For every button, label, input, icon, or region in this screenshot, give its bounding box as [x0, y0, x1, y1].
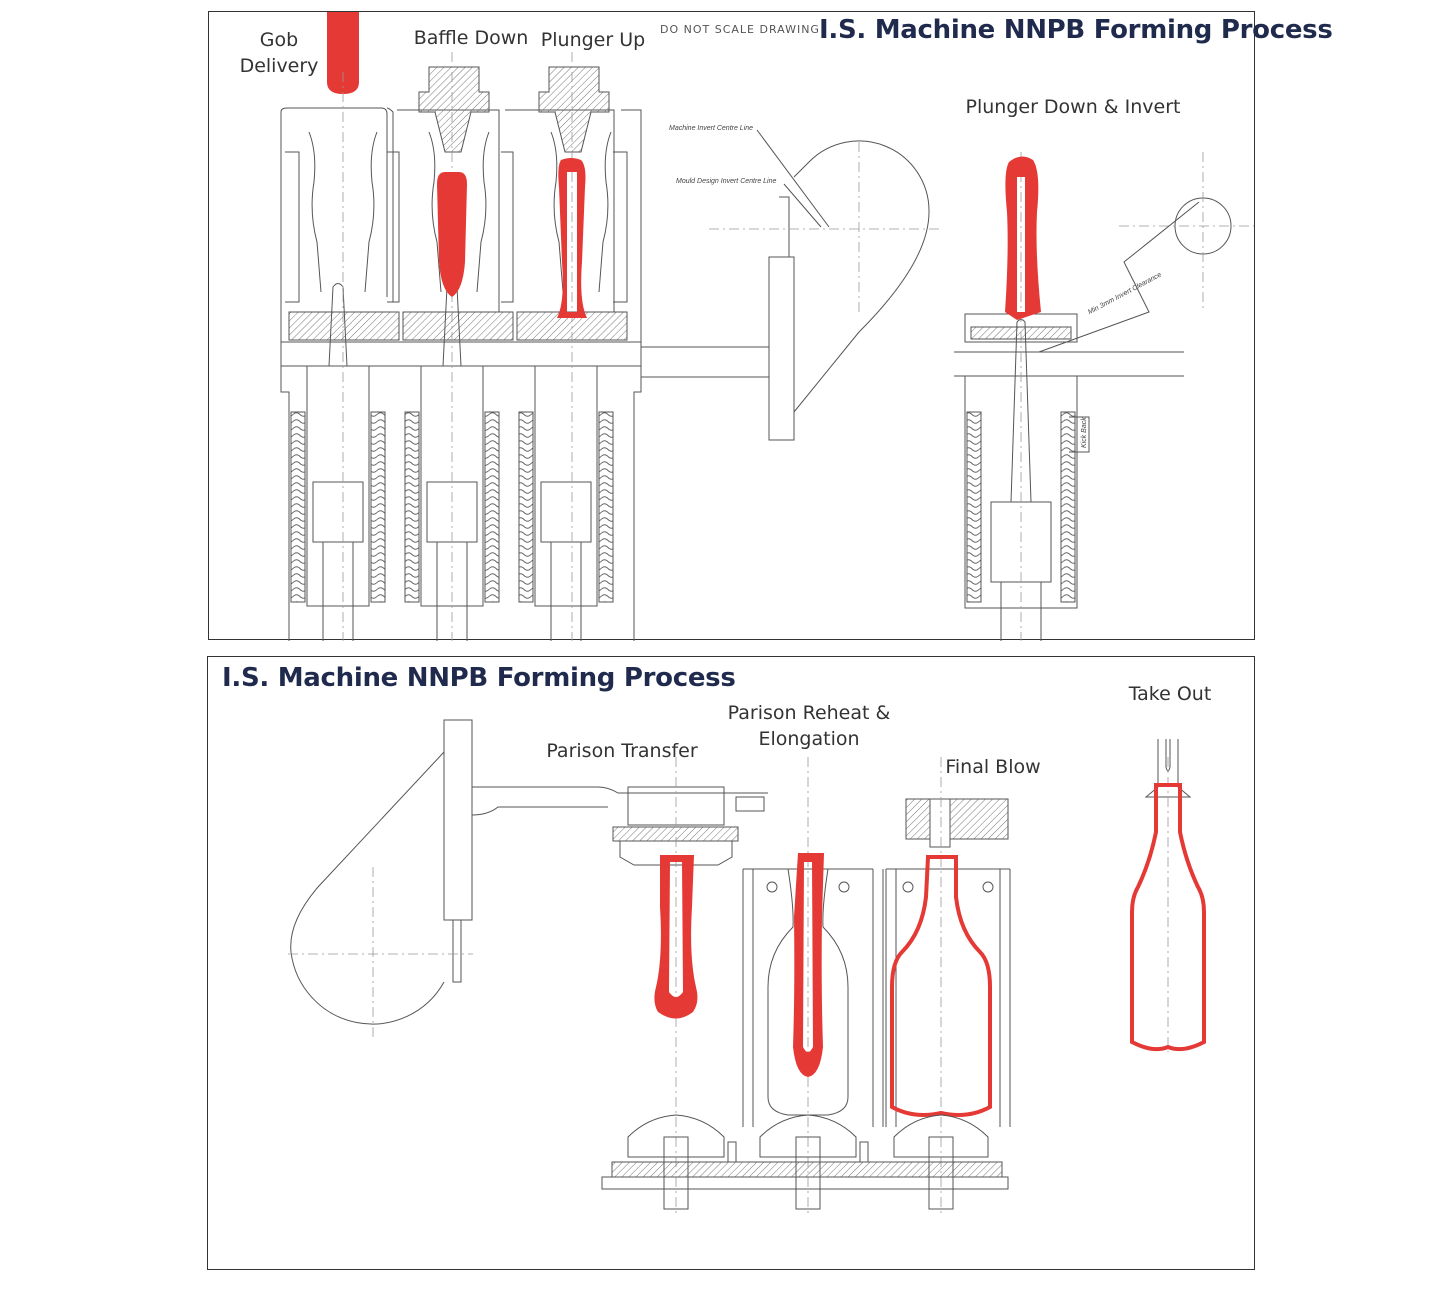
annotation-kick-back: Kick Back [1081, 417, 1088, 448]
label-parison-reheat-line1: Parison Reheat & [727, 702, 891, 724]
baffle-down-glass [437, 172, 467, 297]
label-plunger-down-invert: Plunger Down & Invert [965, 96, 1181, 118]
label-parison-reheat-elongation: Parison Reheat & Elongation [714, 700, 904, 752]
invert-arm-drawing [288, 719, 768, 1037]
label-plunger-up: Plunger Up [540, 29, 646, 51]
take-out-bottle-glass [1130, 783, 1206, 1052]
label-gob-delivery-line1: Gob [259, 29, 299, 51]
invert-parison-glass [1005, 156, 1041, 320]
label-baffle-down: Baffle Down [413, 27, 529, 49]
reheat-parison-glass [793, 853, 824, 1077]
gob-delivery-drawing [327, 12, 359, 94]
label-take-out: Take Out [1128, 683, 1212, 705]
invert-mechanism-top [641, 129, 939, 441]
transfer-parison-glass [654, 855, 698, 1019]
bottom-technical-drawing [288, 719, 1206, 1217]
gob-glass [327, 12, 359, 94]
bottom-panel-title: I.S. Machine NNPB Forming Process [222, 663, 736, 693]
annotation-mould-design-invert-centre-line: Mould Design Invert Centre Line [676, 178, 777, 185]
final-blow-bottle-glass [890, 855, 992, 1117]
label-parison-reheat-line2: Elongation [758, 728, 860, 750]
label-parison-transfer: Parison Transfer [546, 740, 698, 762]
take-out-drawing [1144, 739, 1192, 1052]
plunger-up-glass [557, 158, 587, 318]
label-final-blow: Final Blow [945, 756, 1041, 778]
bottom-plate-assembly [601, 1114, 1009, 1210]
blank-mould-stations [280, 52, 642, 641]
plunger-down-invert-drawing [954, 152, 1254, 641]
top-technical-drawing [280, 12, 1254, 641]
label-gob-delivery-line2: Delivery [239, 55, 319, 77]
top-panel: Gob Delivery Baffle Down Plunger Up DO N… [208, 11, 1333, 641]
parison-transfer-drawing [612, 757, 765, 1217]
final-blow-mould-drawing [885, 757, 1011, 1217]
do-not-scale-note: DO NOT SCALE DRAWING [660, 23, 820, 36]
annotation-machine-invert-centre-line: Machine Invert Centre Line [669, 125, 754, 132]
label-gob-delivery: Gob Delivery [237, 27, 321, 79]
top-panel-title: I.S. Machine NNPB Forming Process [819, 15, 1333, 45]
bottom-panel: I.S. Machine NNPB Forming Process Pariso… [207, 656, 1255, 1270]
